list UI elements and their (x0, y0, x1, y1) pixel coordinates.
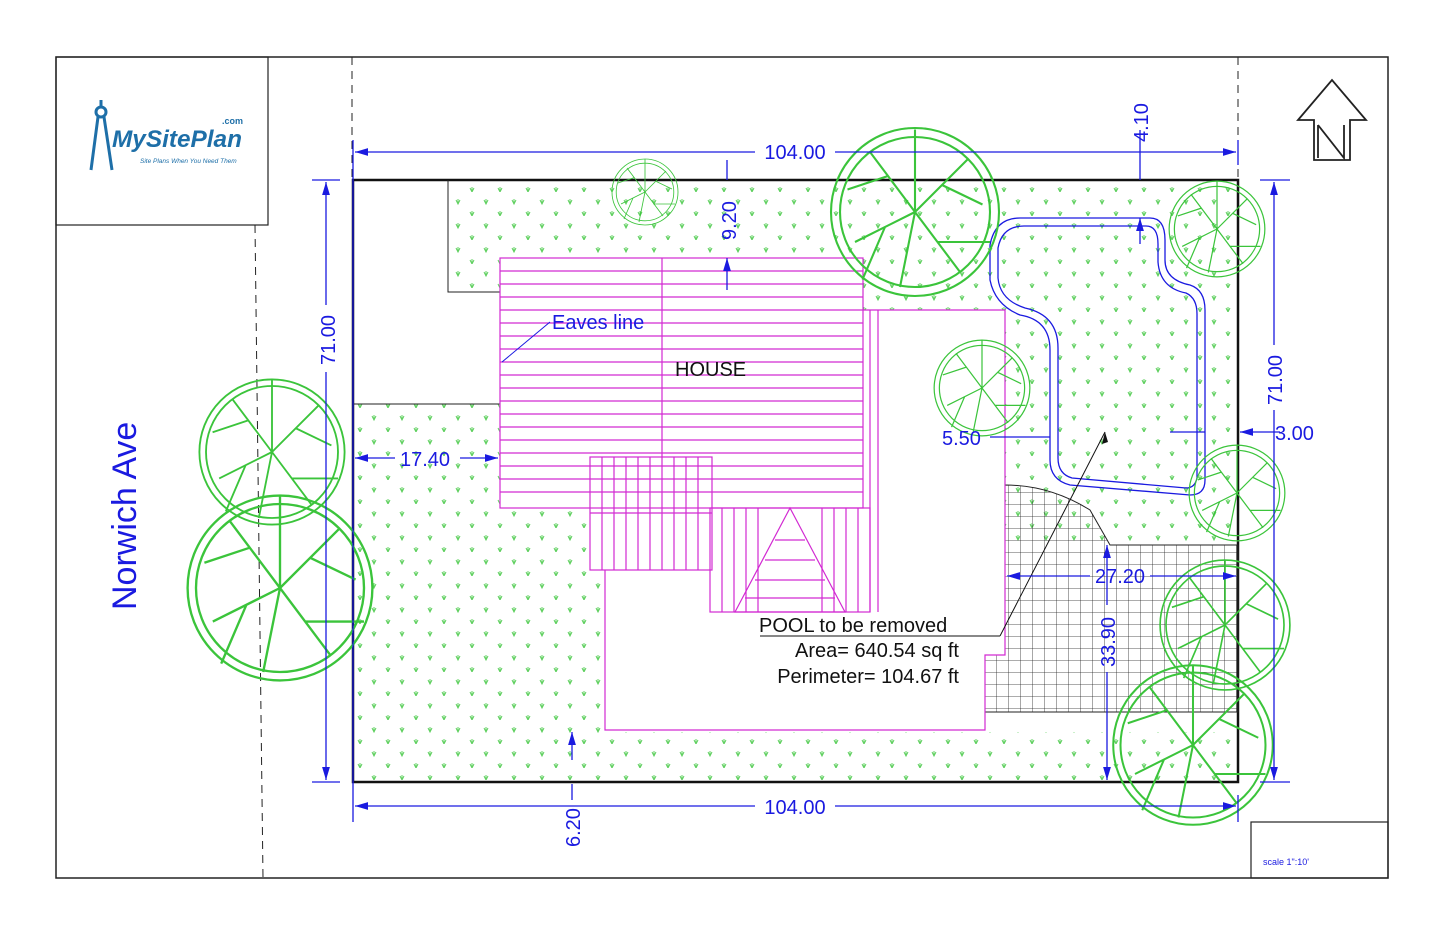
scale-label: scale 1":10' (1263, 857, 1309, 867)
pool-outline (989, 217, 1206, 496)
pool-area: Area= 640.54 sq ft (795, 640, 959, 662)
dim-rear-setback: 6.20 (563, 808, 585, 847)
house-footprint (499, 257, 1006, 731)
tree-icon (933, 339, 1031, 437)
pool-perimeter: Perimeter= 104.67 ft (777, 666, 959, 688)
dim-top-setback: 9.20 (719, 201, 741, 240)
house-label: HOUSE (675, 359, 746, 381)
compass-icon (89, 100, 114, 171)
sheet-border (55, 56, 1389, 879)
dim-left: 71.00 (318, 315, 340, 365)
logo-domain: .com (222, 116, 243, 126)
lawn-areas (355, 182, 1236, 780)
dim-bottom: 104.00 (764, 797, 825, 819)
scale-box (1250, 821, 1389, 879)
dim-pool-right: 3.00 (1275, 423, 1314, 445)
north-arrow-icon (1296, 78, 1368, 161)
tree-icon (198, 378, 346, 526)
dim-patio-depth: 33.90 (1098, 617, 1120, 667)
logo-tagline: Site Plans When You Need Them (140, 158, 237, 165)
driveway-outline (353, 180, 500, 405)
pool-leader (999, 431, 1106, 637)
logo-box (55, 56, 269, 226)
logo-brand: MySitePlan (112, 126, 242, 153)
dimension-lines (312, 130, 1290, 822)
pool-leader-arrowhead (1102, 432, 1108, 444)
dim-patio-width: 27.20 (1095, 566, 1145, 588)
street-line (254, 224, 264, 879)
mysiteplan-logo: MySitePlan .com Site Plans When You Need… (89, 100, 243, 171)
eaves-leader (501, 321, 551, 363)
eaves-label: Eaves line (552, 312, 644, 334)
pool-label: POOL to be removed (759, 615, 947, 637)
tree-icon (186, 494, 374, 682)
dim-top: 104.00 (764, 142, 825, 164)
dim-front-setback: 17.40 (400, 449, 450, 471)
street-name: Norwich Ave (106, 422, 144, 610)
dim-pool-left: 5.50 (942, 428, 981, 450)
dim-pool-top: 4.10 (1131, 103, 1153, 142)
dim-right: 71.00 (1265, 355, 1287, 405)
tree-icon (829, 126, 1001, 298)
